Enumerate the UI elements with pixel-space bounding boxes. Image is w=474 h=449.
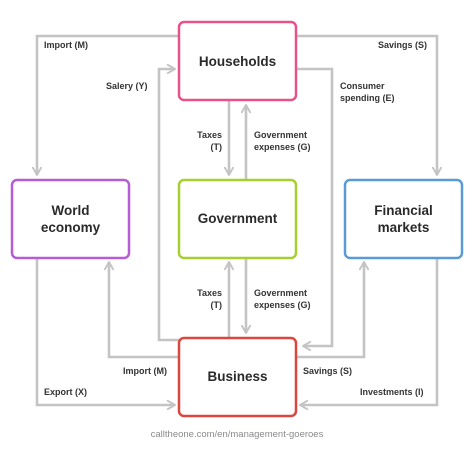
savings-top-label: Savings (S)	[378, 40, 427, 50]
investments-arrow	[299, 258, 439, 411]
import-bottom-arrow	[103, 261, 179, 359]
gov-exp-top-label-line1: Government	[254, 130, 307, 140]
taxes-top-label-line1: Taxes	[197, 130, 222, 140]
gov-exp-top-label-line2: expenses (G)	[254, 142, 311, 152]
consumer-spending-arrow	[296, 67, 334, 352]
financial-markets-box	[343, 178, 464, 260]
export-label: Export (X)	[44, 387, 87, 397]
taxes-top-label-line2: (T)	[211, 142, 223, 152]
export-arrow	[35, 258, 176, 411]
salery-arrow	[157, 63, 181, 342]
taxes-bottom-label-line2: (T)	[211, 300, 223, 310]
savings-top-arrow	[296, 34, 443, 176]
savings-bottom-label: Savings (S)	[303, 366, 352, 376]
gov-exp-bottom-label-line2: expenses (G)	[254, 300, 311, 310]
node-financial-markets: Financial markets	[343, 178, 464, 260]
source-url-footer: calltheone.com/en/management-goeroes	[151, 429, 324, 440]
node-business: Business	[177, 336, 298, 418]
import-top-arrow	[31, 34, 179, 176]
node-households: Households	[177, 20, 298, 102]
consumer-spending-label-line2: spending (E)	[340, 93, 395, 103]
financial-markets-label-line2: markets	[378, 220, 430, 235]
savings-bottom-arrow	[296, 261, 370, 359]
world-economy-box	[10, 178, 131, 260]
edge-labels: Import (M) Savings (S) Salery (Y) Consum…	[44, 40, 427, 397]
households-box	[177, 20, 298, 102]
consumer-spending-label-line1: Consumer	[340, 81, 385, 91]
taxes-bottom-label-line1: Taxes	[197, 288, 222, 298]
node-government: Government	[177, 178, 298, 260]
gov-exp-bottom-label-line1: Government	[254, 288, 307, 298]
business-box	[177, 336, 298, 418]
import-bottom-label: Import (M)	[123, 366, 167, 376]
government-box	[177, 178, 298, 260]
salery-label: Salery (Y)	[106, 81, 148, 91]
flow-lines	[31, 34, 443, 411]
world-economy-label-line2: economy	[41, 220, 101, 235]
households-label: Households	[199, 54, 276, 69]
financial-markets-label-line1: Financial	[374, 203, 433, 218]
import-top-label: Import (M)	[44, 40, 88, 50]
node-world-economy: World economy	[10, 178, 131, 260]
investments-label: Investments (I)	[360, 387, 424, 397]
world-economy-label-line1: World	[52, 203, 90, 218]
government-label: Government	[198, 211, 278, 226]
business-label: Business	[207, 369, 267, 384]
